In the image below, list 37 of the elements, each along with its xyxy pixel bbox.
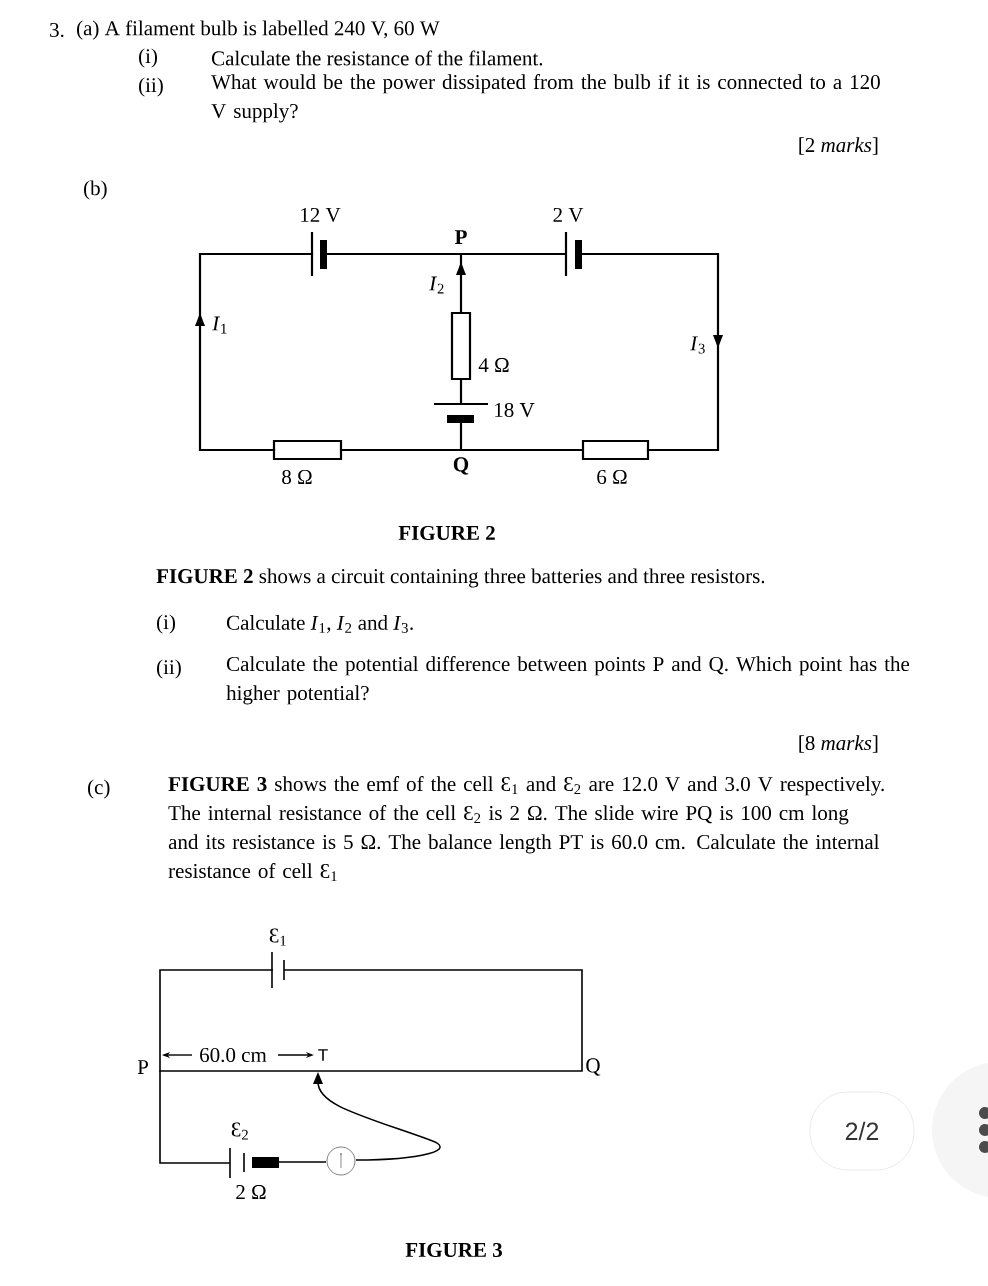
point-label: Q: [586, 1058, 601, 1076]
point-label: Q: [453, 457, 469, 475]
part-number: (c): [88, 779, 110, 799]
question-text: What would be the power dissipated from the bulb if it is connected to a 120 V supply?: [211, 74, 880, 123]
question-text: FIGURE 2 shows a circuit containing three batteries and three resistors.: [156, 568, 765, 588]
marks-text: [8 marks]: [799, 735, 878, 753]
question-text: (a) A filament bulb is labelled 240 V, 60 W: [77, 20, 440, 40]
part-number: (ii): [139, 77, 163, 97]
question-text: Calculate I$_{1}$, I$_{2}$ and I$_{3}$.: [226, 615, 413, 633]
voltage-label: 12 V: [301, 207, 341, 223]
point-label: P: [137, 1060, 148, 1074]
figure-caption: FIGURE 2: [398, 525, 495, 541]
figure-caption: FIGURE 3: [405, 1242, 502, 1258]
current-label: I$_{1}$: [212, 316, 227, 334]
resistance-label: 2 Ω: [236, 1185, 266, 1199]
current-label: I$_{2}$: [429, 276, 444, 294]
point-label: P: [454, 230, 467, 244]
question-number: 3.: [50, 22, 64, 38]
marks-text: [2 marks]: [799, 137, 878, 155]
part-number: (i): [157, 614, 175, 634]
point-label: T: [318, 1049, 328, 1061]
resistance-label: 8 Ω: [282, 469, 312, 485]
question-text: Calculate the resistance of the filament.: [211, 50, 543, 66]
emf-label: Ɛ$_{1}$: [269, 928, 286, 946]
voltage-label: 2 V: [553, 207, 584, 223]
part-number: (b): [84, 180, 107, 200]
resistance-label: 6 Ω: [597, 469, 627, 485]
length-label: 60.0 cm: [200, 1047, 267, 1063]
question-text: Calculate the potential difference between points P and Q. Which point has the higher potential?: [226, 656, 910, 705]
resistance-label: 4 Ω: [478, 358, 509, 372]
page-indicator: 2/2: [809, 1091, 915, 1171]
part-number: (ii): [157, 659, 181, 679]
voltage-label: 18 V: [495, 402, 535, 418]
part-number: (i): [139, 48, 157, 68]
current-label: I$_{3}$: [690, 336, 705, 354]
emf-label: Ɛ$_{2}$: [231, 1122, 248, 1140]
question-text: FIGURE 3 shows the emf of the cell Ɛ$_{1}$ and Ɛ$_{2}$ are 12.0 V and 3.0 V respectively. The internal resistance of the cell Ɛ$_{2}$ is 2 Ω. The slide wire PQ is 100 cm long and its resistance is 5 Ω. The balance length PT is 60.0 cm. Calculate the internal resistance of cell Ɛ$_{1}$: [168, 776, 884, 881]
